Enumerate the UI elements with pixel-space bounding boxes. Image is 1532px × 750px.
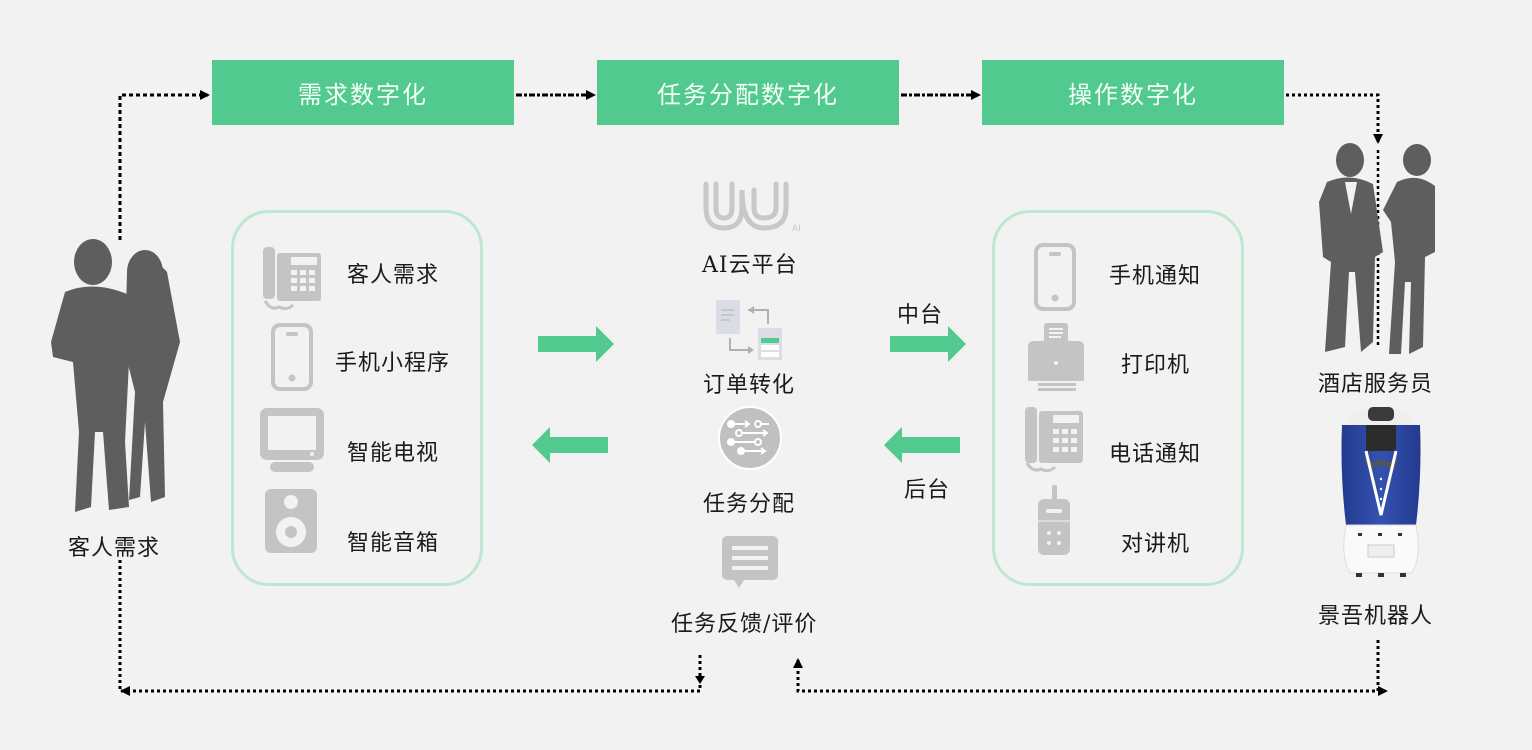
stage3-to-staff-connector	[1286, 93, 1383, 144]
desk-phone-icon	[1025, 403, 1085, 473]
input-channel-label: 手机小程序	[335, 351, 451, 376]
middle-platform-label: 中台	[897, 303, 944, 328]
input-channels-panel	[231, 210, 483, 586]
mobile-phone-icon	[1034, 243, 1076, 311]
guest-label: 客人需求	[68, 536, 161, 561]
stage-label: 任务分配数字化	[657, 81, 839, 109]
order-convert-icon	[716, 300, 786, 362]
guest-left-arrowhead	[120, 686, 130, 696]
printer-icon	[1028, 323, 1086, 391]
walkie-talkie-icon	[1038, 485, 1072, 557]
desk-phone-icon	[263, 243, 323, 311]
input-channel-label: 智能电视	[347, 441, 440, 466]
mobile-phone-icon	[271, 323, 313, 391]
staff-silhouette-icon	[1305, 142, 1440, 357]
backward-arrow-icon	[532, 427, 608, 463]
robot-to-feedback-connector	[793, 640, 1380, 693]
output-channels-panel	[992, 210, 1244, 586]
input-channel-label: 智能音箱	[347, 531, 440, 556]
stage-label: 需求数字化	[298, 81, 428, 109]
backend-label: 后台	[904, 478, 951, 503]
feedback-down-arrowhead	[695, 676, 705, 684]
platform-step-label: 订单转化	[703, 373, 796, 398]
backward-arrow-icon	[884, 427, 960, 463]
ai-cloud-logo-icon: AI	[702, 178, 806, 234]
platform-step-label: AI云平台	[702, 253, 798, 278]
output-channel-label: 电话通知	[1109, 442, 1202, 467]
task-dispatch-icon	[717, 405, 783, 471]
platform-step-label: 任务分配	[703, 492, 796, 517]
stage-label: 操作数字化	[1068, 81, 1198, 109]
stage-demand-digitization: 需求数字化	[212, 60, 514, 125]
staff-label: 酒店服务员	[1318, 372, 1434, 397]
stage-operation-digitization: 操作数字化	[982, 60, 1284, 125]
couple-silhouette-icon	[45, 232, 185, 517]
output-channel-label: 手机通知	[1109, 264, 1202, 289]
stage-task-assignment-digitization: 任务分配数字化	[597, 60, 899, 125]
forward-arrow-icon	[538, 326, 614, 362]
output-channel-label: 打印机	[1121, 353, 1191, 378]
feedback-chat-icon	[722, 536, 780, 590]
robot-label: 景吾机器人	[1318, 604, 1434, 629]
ai-logo-text: AI	[792, 224, 801, 234]
robot-icon	[1336, 405, 1426, 580]
forward-arrow-icon	[890, 326, 966, 362]
loop-start-connector	[118, 90, 210, 240]
speaker-icon	[265, 489, 319, 555]
tv-icon	[260, 408, 326, 474]
input-channel-label: 客人需求	[347, 263, 440, 288]
platform-step-label: 任务反馈/评价	[671, 612, 818, 637]
output-channel-label: 对讲机	[1121, 532, 1191, 557]
feedback-to-guest-connector	[118, 560, 702, 693]
robot-left-arrowhead	[1378, 686, 1388, 696]
